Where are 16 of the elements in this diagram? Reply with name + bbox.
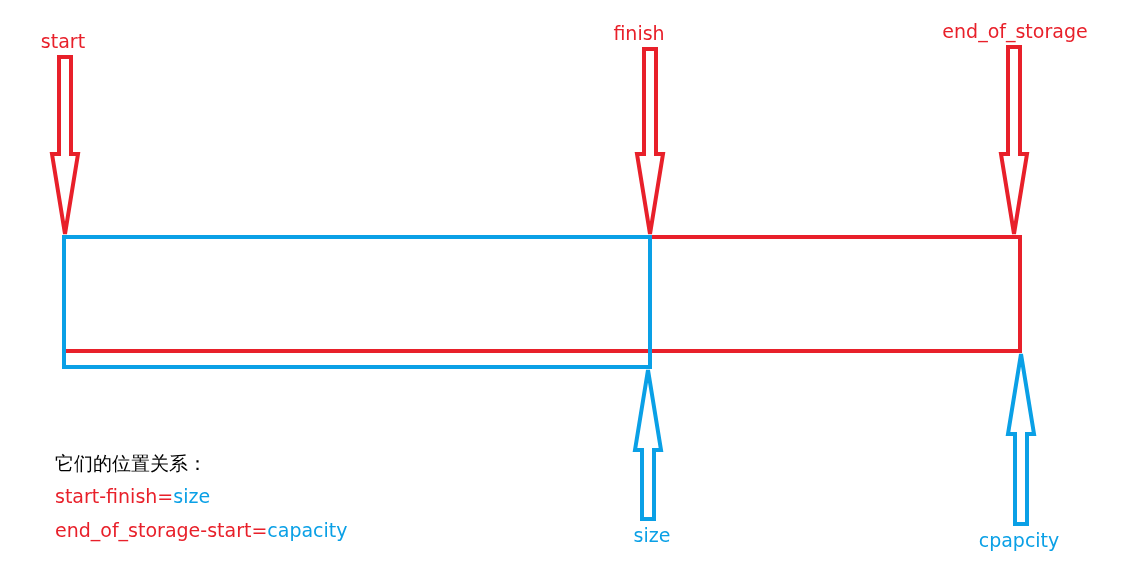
note-text: 它们的位置关系： bbox=[55, 451, 207, 476]
note-text: end_of_storage-start= bbox=[55, 518, 268, 543]
note-text: size bbox=[173, 484, 211, 509]
pointer-label: start bbox=[40, 28, 86, 54]
note-text: capacity bbox=[267, 518, 348, 543]
pointer-label: finish bbox=[613, 20, 665, 46]
block-arrow bbox=[632, 368, 664, 521]
pointer-label: size bbox=[633, 522, 671, 548]
memory-block-outline bbox=[62, 235, 652, 369]
block-arrow bbox=[49, 55, 81, 236]
pointer-label: cpapcity bbox=[978, 527, 1060, 553]
block-arrow bbox=[998, 45, 1030, 236]
pointer-label: end_of_storage bbox=[942, 18, 1088, 44]
block-arrow bbox=[634, 47, 666, 236]
note-text: start-finish= bbox=[55, 484, 174, 509]
block-arrow bbox=[1005, 352, 1037, 526]
